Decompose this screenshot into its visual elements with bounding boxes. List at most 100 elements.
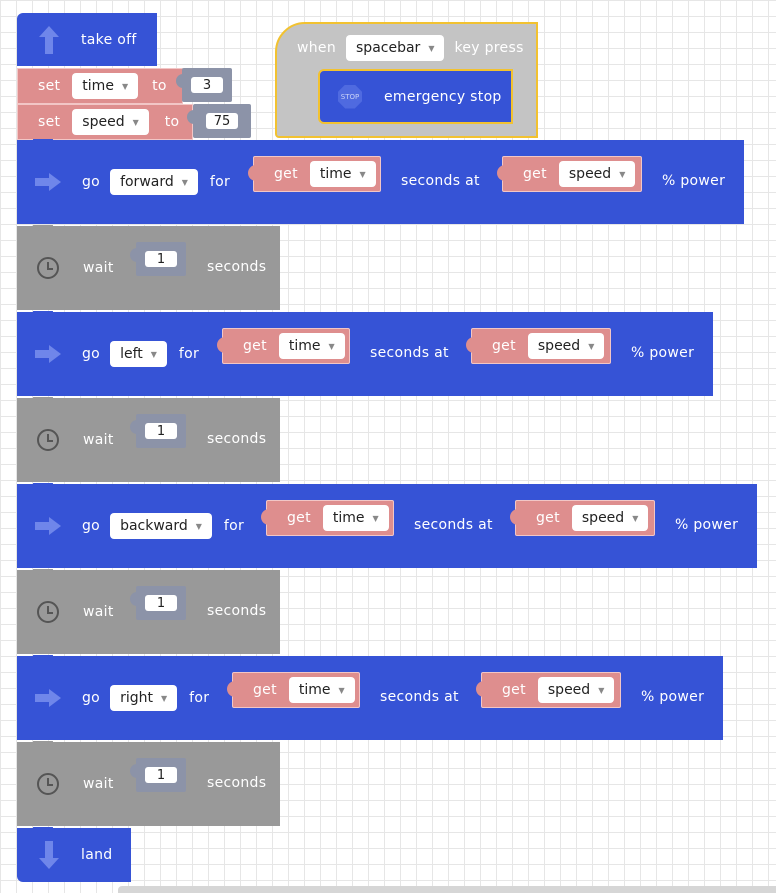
- wait-value[interactable]: 1: [145, 595, 177, 611]
- arrow-right-icon: [35, 689, 61, 707]
- to-label: to: [152, 78, 167, 94]
- variable-dropdown-time[interactable]: time▼: [278, 333, 345, 359]
- power-label: % power: [675, 517, 739, 533]
- arrow-up-icon: [39, 25, 59, 54]
- key-press-label: key press: [454, 40, 524, 56]
- go-label: go: [82, 174, 101, 190]
- chevron-down-icon: ▼: [195, 521, 202, 531]
- get-label: get: [243, 338, 267, 354]
- set-speed-block[interactable]: set speed▼ to: [17, 104, 193, 140]
- direction-dropdown[interactable]: backward▼: [110, 513, 212, 539]
- wait-label: wait: [83, 604, 114, 620]
- to-label: to: [164, 114, 180, 130]
- clock-icon: [37, 773, 59, 795]
- wait-value[interactable]: 1: [145, 251, 177, 267]
- seconds-label: seconds: [207, 259, 267, 275]
- get-speed-block[interactable]: get speed▼: [476, 672, 621, 708]
- for-label: for: [223, 518, 245, 534]
- power-label: % power: [662, 173, 726, 189]
- go-label: go: [82, 690, 101, 706]
- get-label: get: [274, 166, 298, 182]
- seconds-at-label: seconds at: [414, 517, 493, 533]
- wait-value-slot[interactable]: 1: [130, 414, 186, 448]
- takeoff-label: take off: [81, 31, 137, 48]
- wait-value[interactable]: 1: [145, 767, 177, 783]
- arrow-right-icon: [35, 173, 61, 191]
- wait-label: wait: [83, 432, 114, 448]
- arrow-down-icon: [39, 841, 59, 869]
- power-label: % power: [631, 345, 695, 361]
- clock-icon: [37, 257, 59, 279]
- get-speed-block[interactable]: get speed▼: [510, 500, 655, 536]
- variable-dropdown-speed[interactable]: speed▼: [527, 333, 605, 359]
- horizontal-scrollbar[interactable]: [118, 886, 776, 893]
- get-time-block[interactable]: get time▼: [248, 156, 381, 192]
- chevron-down-icon: ▼: [328, 341, 335, 351]
- variable-dropdown-speed[interactable]: speed▼: [558, 161, 636, 187]
- wait-value-slot[interactable]: 1: [130, 758, 186, 792]
- go-forward-block[interactable]: go forward▼ for get time▼ seconds at get…: [17, 139, 744, 224]
- go-left-block[interactable]: go left▼ for get time▼ seconds at get sp…: [17, 311, 713, 396]
- variable-dropdown-speed[interactable]: speed▼: [571, 505, 649, 531]
- wait-block[interactable]: wait 1 seconds: [17, 569, 280, 654]
- wait-block[interactable]: wait 1 seconds: [17, 397, 280, 482]
- wait-value-slot[interactable]: 1: [130, 242, 186, 276]
- direction-dropdown[interactable]: right▼: [110, 685, 178, 711]
- get-label: get: [536, 510, 560, 526]
- go-label: go: [82, 346, 101, 362]
- emergency-stop-block[interactable]: STOP emergency stop: [318, 69, 513, 124]
- arrow-right-icon: [35, 517, 61, 535]
- wait-block[interactable]: wait 1 seconds: [17, 741, 280, 826]
- chevron-down-icon: ▼: [181, 177, 188, 187]
- wait-block[interactable]: wait 1 seconds: [17, 225, 280, 310]
- set-label: set: [38, 78, 61, 94]
- set-time-value-slot[interactable]: 3: [176, 68, 232, 102]
- direction-dropdown[interactable]: left▼: [110, 341, 167, 367]
- takeoff-block[interactable]: take off: [17, 13, 157, 66]
- set-time-block[interactable]: set time▼ to: [17, 68, 183, 104]
- get-label: get: [492, 338, 516, 354]
- wait-value-slot[interactable]: 1: [130, 586, 186, 620]
- get-time-block[interactable]: get time▼: [227, 672, 360, 708]
- variable-dropdown-time[interactable]: time▼: [288, 677, 355, 703]
- variable-dropdown-time[interactable]: time▼: [322, 505, 389, 531]
- get-speed-block[interactable]: get speed▼: [466, 328, 611, 364]
- direction-dropdown[interactable]: forward▼: [110, 169, 198, 195]
- get-speed-block[interactable]: get speed▼: [497, 156, 642, 192]
- set-speed-value[interactable]: 75: [206, 113, 238, 129]
- arrow-right-icon: [35, 345, 61, 363]
- for-label: for: [209, 174, 231, 190]
- get-label: get: [287, 510, 311, 526]
- set-time-value[interactable]: 3: [191, 77, 223, 93]
- go-backward-block[interactable]: go backward▼ for get time▼ seconds at ge…: [17, 483, 757, 568]
- seconds-label: seconds: [207, 775, 267, 791]
- get-label: get: [502, 682, 526, 698]
- go-right-block[interactable]: go right▼ for get time▼ seconds at get s…: [17, 655, 723, 740]
- seconds-label: seconds: [207, 431, 267, 447]
- for-label: for: [189, 690, 210, 706]
- variable-dropdown-speed[interactable]: speed▼: [72, 109, 149, 135]
- chevron-down-icon: ▼: [121, 81, 129, 91]
- for-label: for: [178, 346, 200, 362]
- stop-icon: STOP: [338, 84, 362, 109]
- chevron-down-icon: ▼: [588, 341, 595, 351]
- chevron-down-icon: ▼: [372, 513, 379, 523]
- get-label: get: [523, 166, 547, 182]
- clock-icon: [37, 601, 59, 623]
- set-speed-value-slot[interactable]: 75: [187, 104, 251, 138]
- go-label: go: [82, 518, 101, 534]
- chevron-down-icon: ▼: [160, 693, 168, 703]
- clock-icon: [37, 429, 59, 451]
- get-time-block[interactable]: get time▼: [217, 328, 350, 364]
- wait-label: wait: [83, 260, 114, 276]
- variable-dropdown-time[interactable]: time▼: [309, 161, 376, 187]
- land-block[interactable]: land: [17, 827, 131, 882]
- get-label: get: [253, 682, 277, 698]
- variable-dropdown-speed[interactable]: speed▼: [537, 677, 615, 703]
- emergency-stop-label: emergency stop: [384, 88, 502, 105]
- key-dropdown[interactable]: spacebar▼: [346, 35, 445, 61]
- power-label: % power: [641, 689, 705, 705]
- variable-dropdown-time[interactable]: time▼: [72, 73, 139, 99]
- wait-value[interactable]: 1: [145, 423, 177, 439]
- get-time-block[interactable]: get time▼: [261, 500, 394, 536]
